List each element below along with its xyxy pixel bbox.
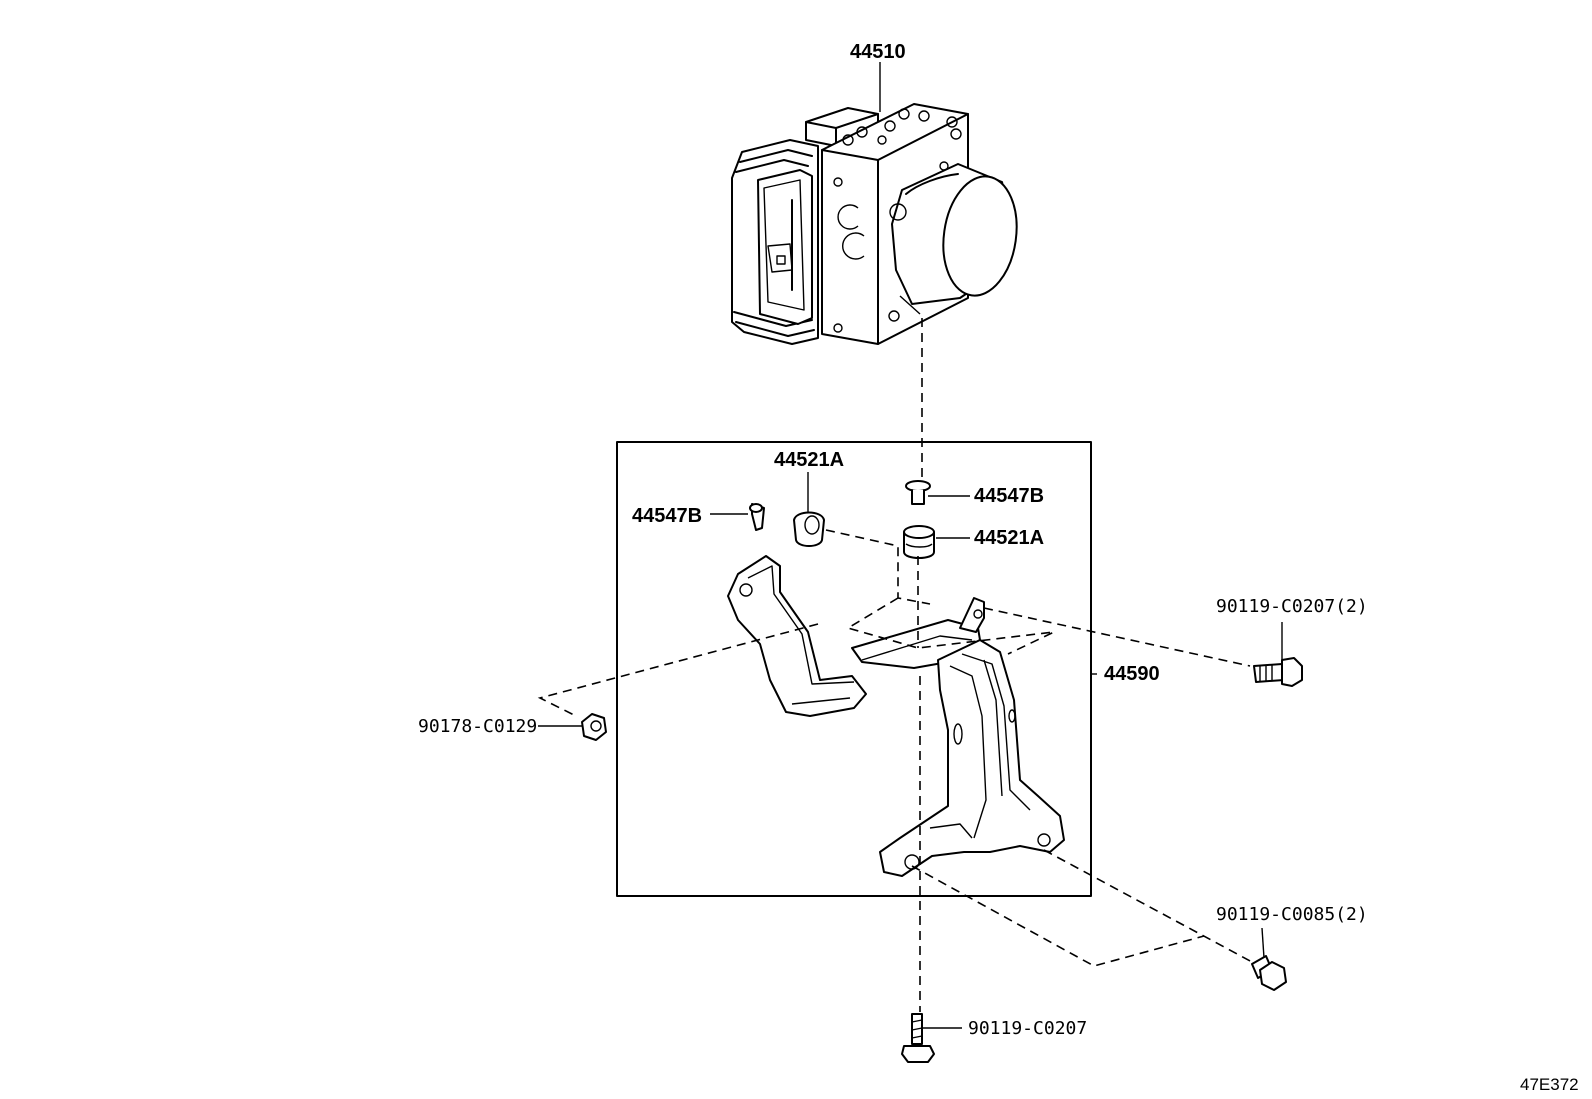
label-44547b-right: 44547B: [974, 485, 1044, 507]
abs-actuator-drawing: [731, 103, 1018, 345]
cushion-right-drawing: [903, 525, 935, 559]
bolt-bottom-drawing: [901, 1013, 935, 1063]
collar-right-drawing: [905, 480, 931, 505]
label-44547b-left: 44547B: [632, 505, 702, 527]
label-44590: 44590: [1104, 663, 1160, 685]
cushion-left-drawing: [793, 511, 825, 547]
kit-box: [616, 441, 1092, 897]
collar-left-drawing: [749, 503, 765, 531]
assembly-lines: [537, 318, 1253, 1012]
bolt-lower-right-drawing: [1251, 955, 1287, 991]
label-44510: 44510: [850, 41, 906, 63]
label-44521a-left: 44521A: [774, 449, 844, 471]
label-90178-c0129: 90178-C0129: [418, 716, 537, 737]
bracket-drawing: [727, 555, 1065, 877]
label-44521a-right: 44521A: [974, 527, 1044, 549]
reference-code: 47E372: [1520, 1075, 1579, 1094]
leader-lines: [538, 62, 1283, 1029]
nut-left-drawing: [581, 713, 607, 741]
bolt-upper-right-drawing: [1253, 657, 1303, 687]
label-90119-c0207: 90119-C0207: [968, 1018, 1087, 1039]
label-90119-c0085-2: 90119-C0085(2): [1216, 904, 1368, 925]
label-90119-c0207-2: 90119-C0207(2): [1216, 596, 1368, 617]
